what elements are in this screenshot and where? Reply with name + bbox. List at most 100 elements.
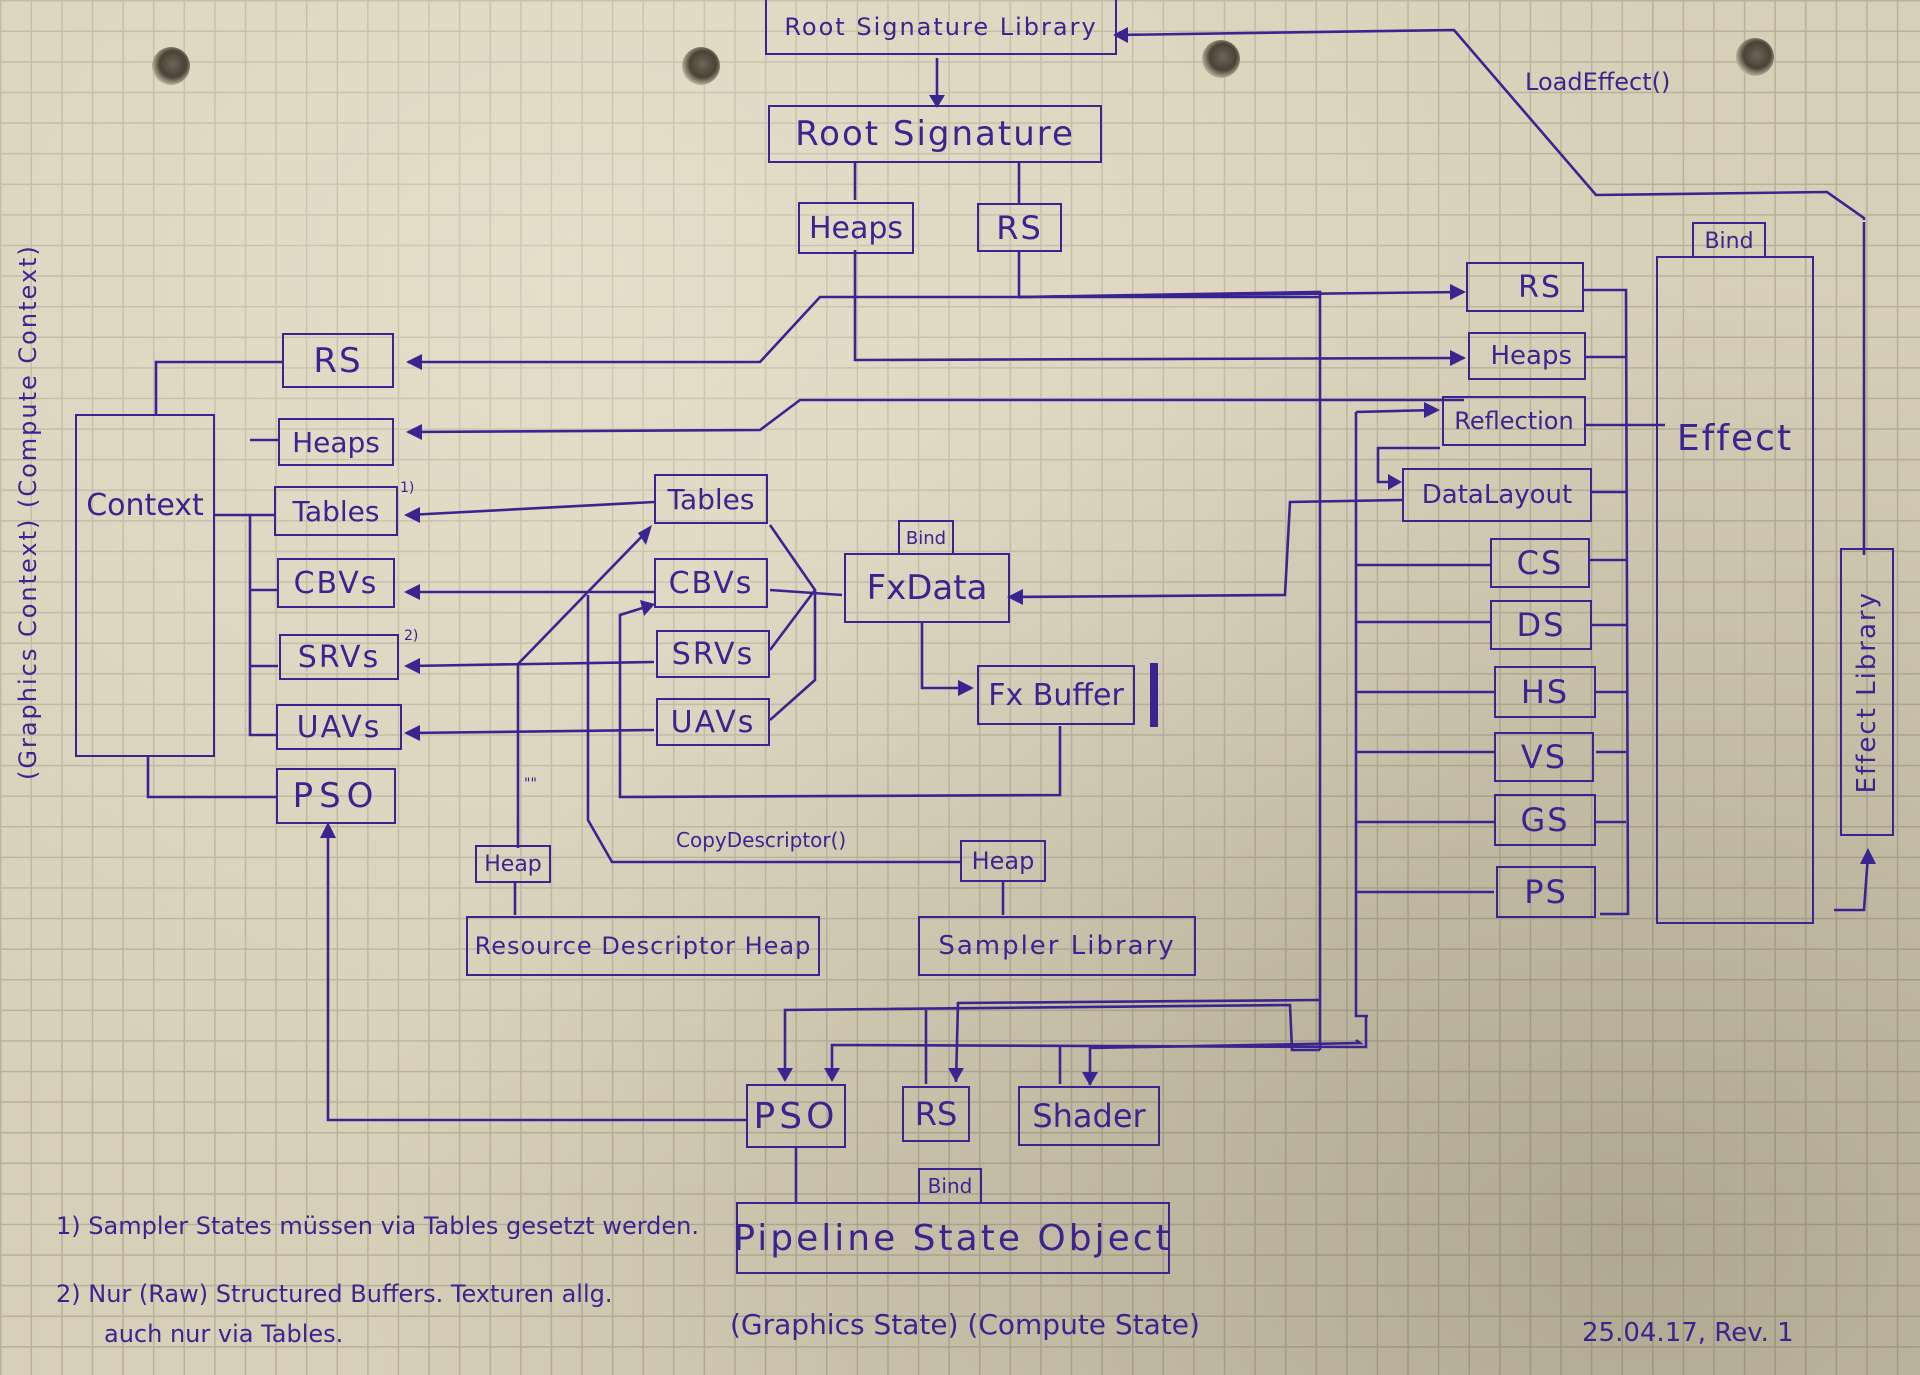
root-signature-label: Root Signature: [795, 114, 1075, 154]
arrow-head: [406, 354, 422, 370]
fx-srvs-box: SRVs: [656, 630, 770, 678]
wire: [146, 757, 276, 799]
context-uavs-slot: UAVs: [276, 704, 402, 750]
arrow-head: [320, 822, 336, 838]
pipeline-rs-box: RS: [902, 1086, 970, 1142]
context-srvs-slot: SRVs: [279, 634, 399, 680]
context-heaps-slot: Heaps: [278, 418, 394, 466]
pipeline-caption: (Graphics State) (Compute State): [730, 1308, 1200, 1341]
footnote-marker-2: 2): [404, 628, 419, 644]
punch-hole: [1736, 38, 1774, 76]
sampler-library-box: Sampler Library: [918, 916, 1196, 976]
arrow-head: [640, 600, 655, 616]
arrow-head: [1007, 589, 1023, 605]
top-heaps-label: Heaps: [808, 210, 904, 246]
fx-tables-label: Tables: [667, 482, 755, 516]
wire: [920, 622, 970, 690]
date-revision: 25.04.17, Rev. 1: [1582, 1318, 1794, 1348]
effect-bind-label: Bind: [1704, 228, 1754, 254]
pipeline-shader-box: Shader: [1018, 1086, 1160, 1146]
arrow-head: [1082, 1072, 1098, 1086]
context-cbvs-label: CBVs: [293, 565, 379, 601]
wire: [1834, 854, 1870, 912]
resource-descriptor-heap-box: Resource Descriptor Heap: [466, 916, 820, 976]
effect-slot-gs: GS: [1494, 794, 1596, 846]
effect-slot-vs-label: VS: [1520, 738, 1568, 776]
effect-slot-ds-label: DS: [1516, 606, 1566, 644]
arrow-head: [958, 680, 974, 696]
arrow-head: [638, 525, 652, 545]
punch-hole: [1202, 40, 1240, 78]
wire: [586, 595, 960, 864]
wire: [214, 513, 278, 737]
wire: [1583, 288, 1630, 916]
wire: [408, 295, 1320, 364]
context-tables-slot: Tables: [274, 486, 398, 536]
pipeline-bind-tab: Bind: [918, 1168, 982, 1202]
footnote-2-line2: auch nur via Tables.: [104, 1320, 344, 1348]
punch-hole: [152, 47, 190, 85]
fx-buffer-box: Fx Buffer: [977, 665, 1135, 725]
context-rs-label: RS: [313, 340, 363, 381]
effect-slot-rs: RS: [1466, 262, 1584, 312]
arrow-head: [404, 584, 420, 600]
context-pso-label: PSO: [292, 776, 380, 816]
fx-data-bind-label: Bind: [905, 527, 947, 549]
arrow-head: [404, 507, 420, 523]
root-signature-box: Root Signature: [768, 105, 1102, 163]
arrow-head: [404, 658, 420, 674]
arrow-head: [406, 424, 422, 440]
pipeline-pso-box: PSO: [746, 1084, 846, 1148]
arrow-head: [1113, 27, 1128, 43]
effect-slot-hs: HS: [1494, 666, 1596, 718]
effect-slot-cs: CS: [1490, 538, 1590, 588]
arrow-head: [1450, 284, 1466, 300]
ditto-mark: "": [524, 776, 537, 792]
effect-slot-heaps: Heaps: [1468, 332, 1586, 380]
wire: [618, 603, 1062, 799]
top-heaps-box: Heaps: [798, 202, 914, 254]
effect-slot-hs-label: HS: [1520, 673, 1570, 711]
arrow-head: [777, 1068, 793, 1082]
wire: [954, 998, 1321, 1083]
effect-slot-reflection-label: Reflection: [1454, 407, 1574, 435]
effect-slot-rs-label: RS: [1518, 269, 1562, 305]
top-rs-label: RS: [996, 208, 1043, 247]
effect-slot-ps: PS: [1496, 866, 1596, 918]
wire: [769, 590, 817, 721]
arrow-head: [1860, 848, 1876, 864]
arrow-head: [1424, 402, 1440, 418]
effect-slot-reflection: Reflection: [1442, 396, 1586, 446]
context-side-label: (Graphics Context) (Compute Context): [14, 244, 42, 780]
fx-tables-box: Tables: [654, 474, 768, 524]
effect-slot-ds: DS: [1490, 600, 1592, 650]
fx-data-bind-tab: Bind: [898, 520, 954, 554]
context-uavs-label: UAVs: [296, 709, 382, 745]
fx-srvs-label: SRVs: [671, 636, 755, 672]
pipeline-state-object-label: Pipeline State Object: [733, 1217, 1173, 1259]
context-box: Context: [75, 414, 215, 757]
fx-data-box: FxData: [844, 553, 1010, 623]
arrow-head: [404, 725, 420, 741]
pipeline-state-object-box: Pipeline State Object: [733, 1202, 1173, 1274]
fx-uavs-box: UAVs: [656, 698, 770, 746]
wire: [407, 500, 655, 517]
effect-label: Effect: [1676, 418, 1794, 459]
pipeline-pso-label: PSO: [753, 1095, 839, 1137]
arrow-head: [948, 1068, 964, 1082]
punch-hole: [682, 47, 720, 85]
effect-slot-cs-label: CS: [1516, 544, 1564, 582]
effect-slot-datalayout-label: DataLayout: [1421, 480, 1573, 510]
arrow-head: [824, 1068, 840, 1082]
footnote-2-line1: 2) Nur (Raw) Structured Buffers. Texture…: [56, 1280, 613, 1308]
wire: [407, 728, 655, 735]
wire: [1088, 1038, 1364, 1085]
effect-library-label: Effect Library: [1852, 590, 1882, 794]
effect-library-box: Effect Library: [1840, 548, 1894, 836]
context-label: Context: [86, 488, 204, 523]
wire: [1009, 498, 1403, 599]
wire: [407, 660, 655, 668]
effect-slot-ps-label: PS: [1524, 873, 1568, 911]
context-heaps-label: Heaps: [292, 425, 380, 459]
